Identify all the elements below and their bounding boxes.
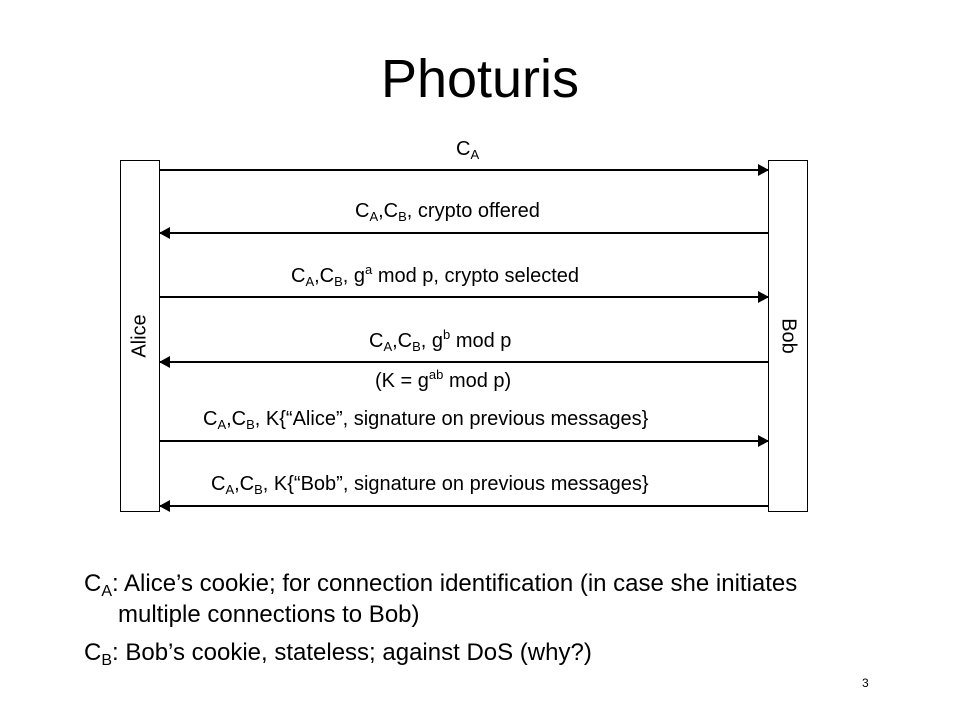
note-cb: CB: Bob’s cookie, stateless; against DoS… [84,639,592,669]
message-5-label: CA,CB, K{“Alice”, signature on previous … [203,408,649,432]
bob-label: Bob [777,318,800,354]
message-2-arrow [159,227,768,239]
message-4-label: CA,CB, gb mod p [369,327,512,354]
slide-title: Photuris [380,49,580,109]
note-ca-continuation: multiple connections to Bob) [118,601,420,628]
message-1-label: CA [456,138,480,162]
alice-label: Alice [128,314,151,358]
message-3-arrow [160,291,769,303]
message-3-label: CA,CB, ga mod p, crypto selected [291,262,580,289]
message-6-label: CA,CB, K{“Bob”, signature on previous me… [211,473,649,497]
bob-lifeline: Bob [768,160,808,512]
alice-lifeline: Alice [120,160,160,512]
message-1-arrow [160,164,769,176]
message-4-arrow [159,356,768,368]
shared-key-label: (K = gab mod p) [375,367,512,392]
note-ca: CA: Alice’s cookie; for connection ident… [84,570,798,600]
message-5-arrow [160,435,769,447]
message-6-arrow [159,500,768,512]
message-2-label: CA,CB, crypto offered [355,200,540,224]
page-number: 3 [862,676,869,690]
